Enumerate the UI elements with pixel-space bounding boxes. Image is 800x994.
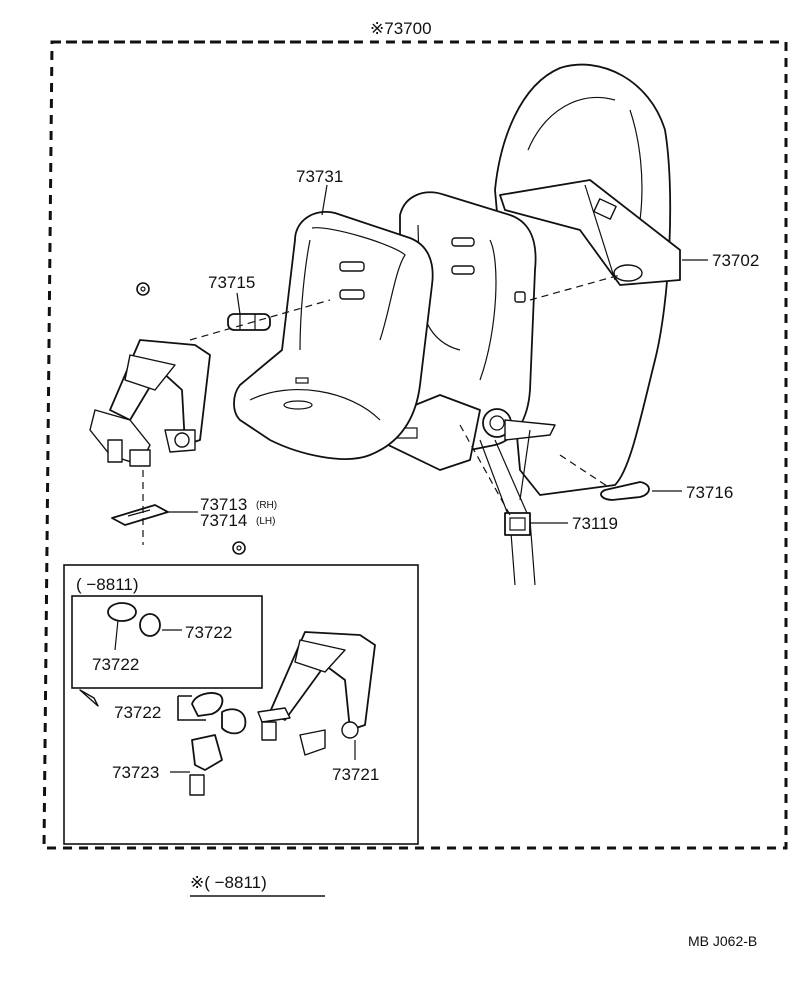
label-73119: 73119 bbox=[572, 514, 618, 533]
seat-illustration-right bbox=[377, 63, 681, 586]
pad-73716 bbox=[600, 481, 650, 501]
cover-73713-73714 bbox=[111, 504, 169, 526]
belt-retractor-left bbox=[89, 282, 211, 467]
assembly-label: ※73700 bbox=[370, 19, 432, 38]
footnote: ※( −8811) bbox=[190, 873, 267, 892]
label-73702: 73702 bbox=[712, 251, 759, 270]
label-73722-b: 73722 bbox=[92, 655, 139, 674]
label-73721: 73721 bbox=[332, 765, 379, 784]
reference-circle bbox=[232, 541, 246, 555]
belt-guide-73119 bbox=[504, 512, 531, 536]
leader-lines bbox=[142, 184, 708, 545]
assembly-frame bbox=[42, 40, 788, 850]
label-73722-a: 73722 bbox=[185, 623, 232, 642]
label-73714: 73714 bbox=[200, 511, 247, 530]
label-73713-side: (RH) bbox=[256, 500, 277, 511]
label-73714-side: (LH) bbox=[256, 516, 275, 527]
label-73722-c: 73722 bbox=[114, 703, 161, 722]
label-73716: 73716 bbox=[686, 483, 733, 502]
belt-guide-73715 bbox=[227, 313, 271, 331]
inset-box: ( −8811) bbox=[63, 564, 419, 845]
inset-range: ( −8811) bbox=[76, 575, 139, 594]
label-73713: 73713 bbox=[200, 495, 247, 514]
seat-illustration-front bbox=[233, 211, 434, 460]
drawing-code: MB J062-B bbox=[688, 933, 757, 949]
label-73731: 73731 bbox=[296, 167, 343, 186]
label-73723: 73723 bbox=[112, 763, 159, 782]
label-73715: 73715 bbox=[208, 273, 255, 292]
